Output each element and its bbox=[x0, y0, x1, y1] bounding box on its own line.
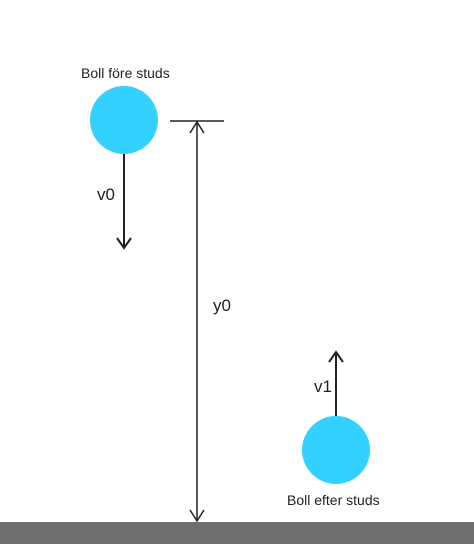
velocity-arrow-before-head bbox=[116, 237, 132, 250]
ball-after-bounce bbox=[302, 416, 370, 484]
height-arrowhead-top bbox=[189, 120, 205, 134]
ball-before-caption: Boll före studs bbox=[81, 65, 170, 81]
ball-after-caption: Boll efter studs bbox=[287, 492, 380, 508]
height-arrowhead-bottom bbox=[189, 509, 205, 523]
velocity-arrow-after-head bbox=[328, 350, 344, 363]
ground bbox=[0, 522, 474, 544]
velocity-before-label: v0 bbox=[97, 185, 115, 204]
ball-before-bounce bbox=[90, 86, 158, 154]
height-label: y0 bbox=[213, 296, 231, 315]
velocity-after-label: v1 bbox=[314, 377, 332, 396]
